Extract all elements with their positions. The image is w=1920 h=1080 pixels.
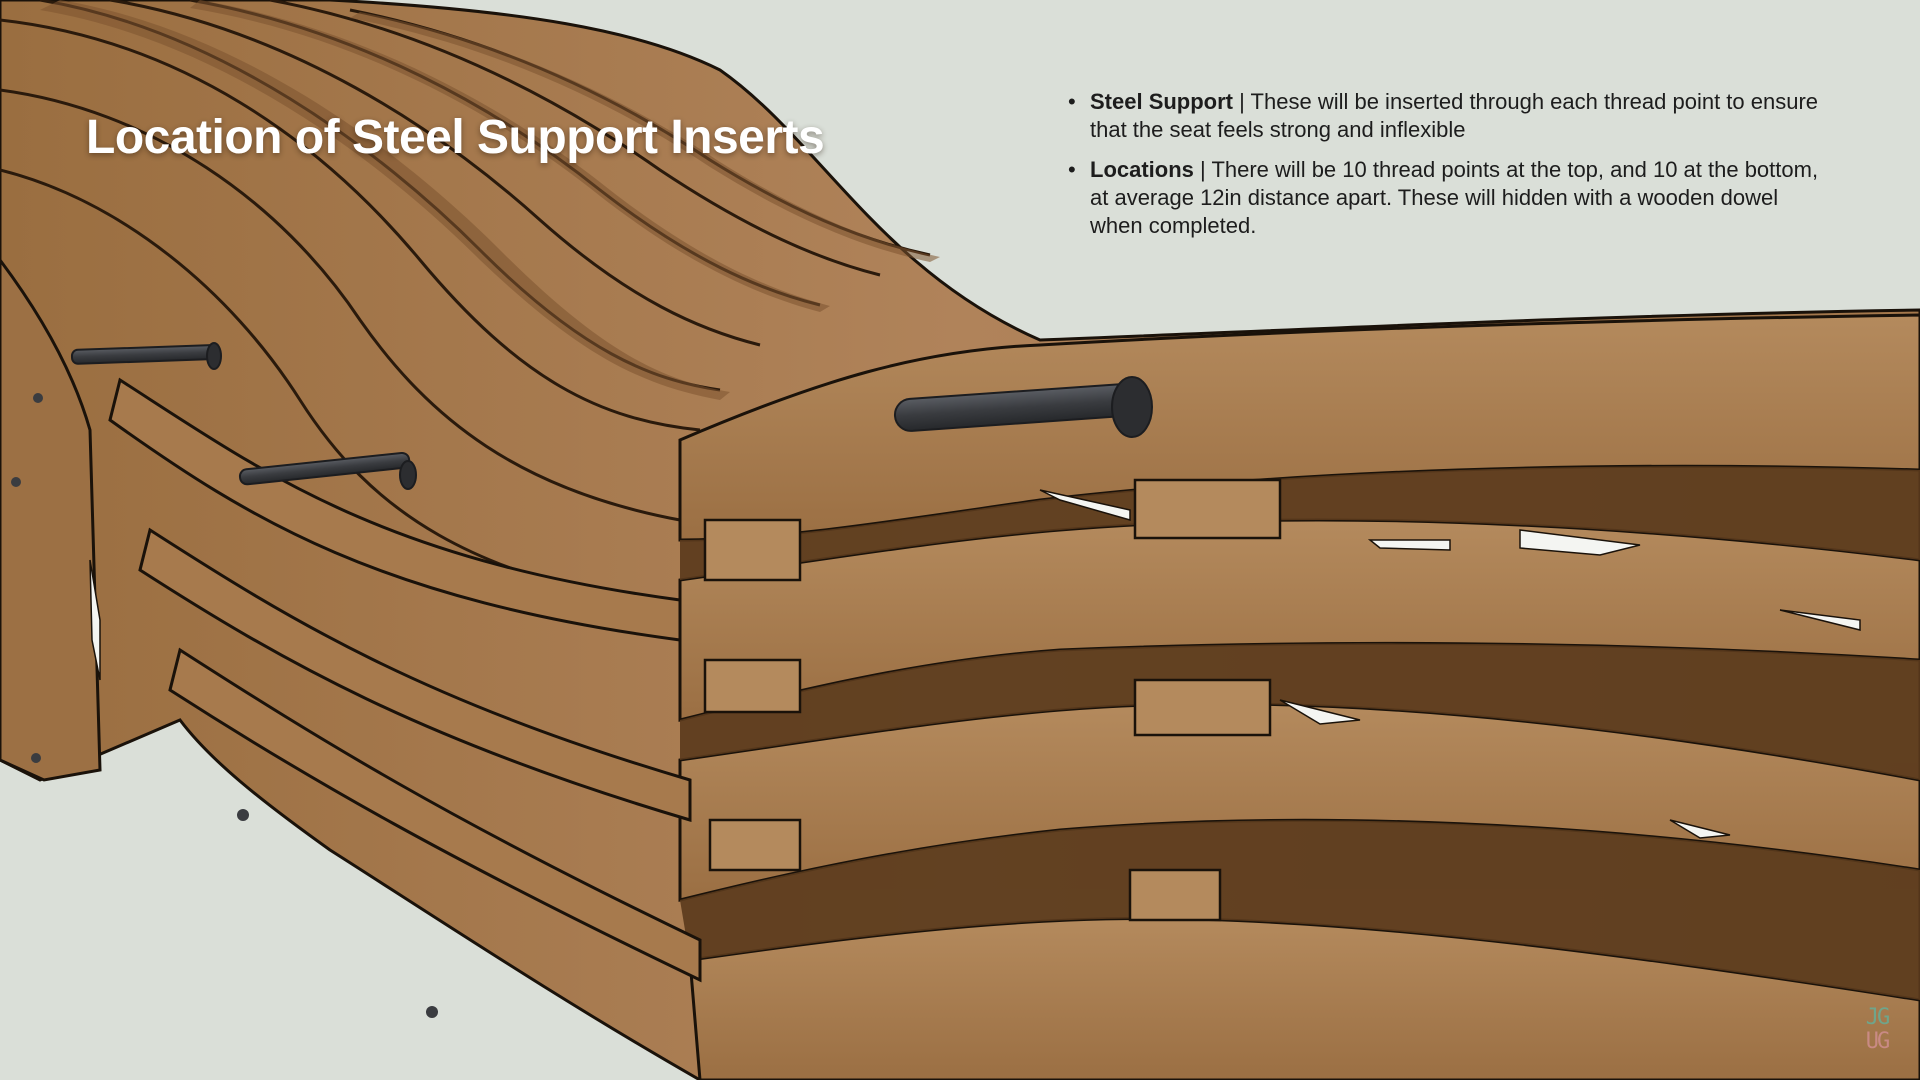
bullet-term: Steel Support	[1090, 89, 1234, 114]
logo-bottom: UG	[1865, 1029, 1891, 1054]
bullet-text: | There will be 10 thread points at the …	[1090, 157, 1819, 238]
bullet-text: | These will be inserted through each th…	[1090, 89, 1819, 142]
bullet-dot: •	[1068, 89, 1076, 114]
bullet-term: Locations	[1090, 157, 1194, 182]
bullet-list: • Steel Support | These will be inserted…	[1068, 88, 1828, 252]
steel-rods	[70, 342, 1153, 490]
bullet-steel-support: • Steel Support | These will be inserted…	[1068, 88, 1828, 144]
bullet-locations: • Locations | There will be 10 thread po…	[1068, 156, 1828, 240]
slide-title: Location of Steel Support Inserts	[86, 111, 825, 164]
bullet-dot: •	[1068, 157, 1076, 182]
brand-logo: JG UG	[1858, 1006, 1896, 1058]
logo-top: JG	[1865, 1005, 1891, 1030]
